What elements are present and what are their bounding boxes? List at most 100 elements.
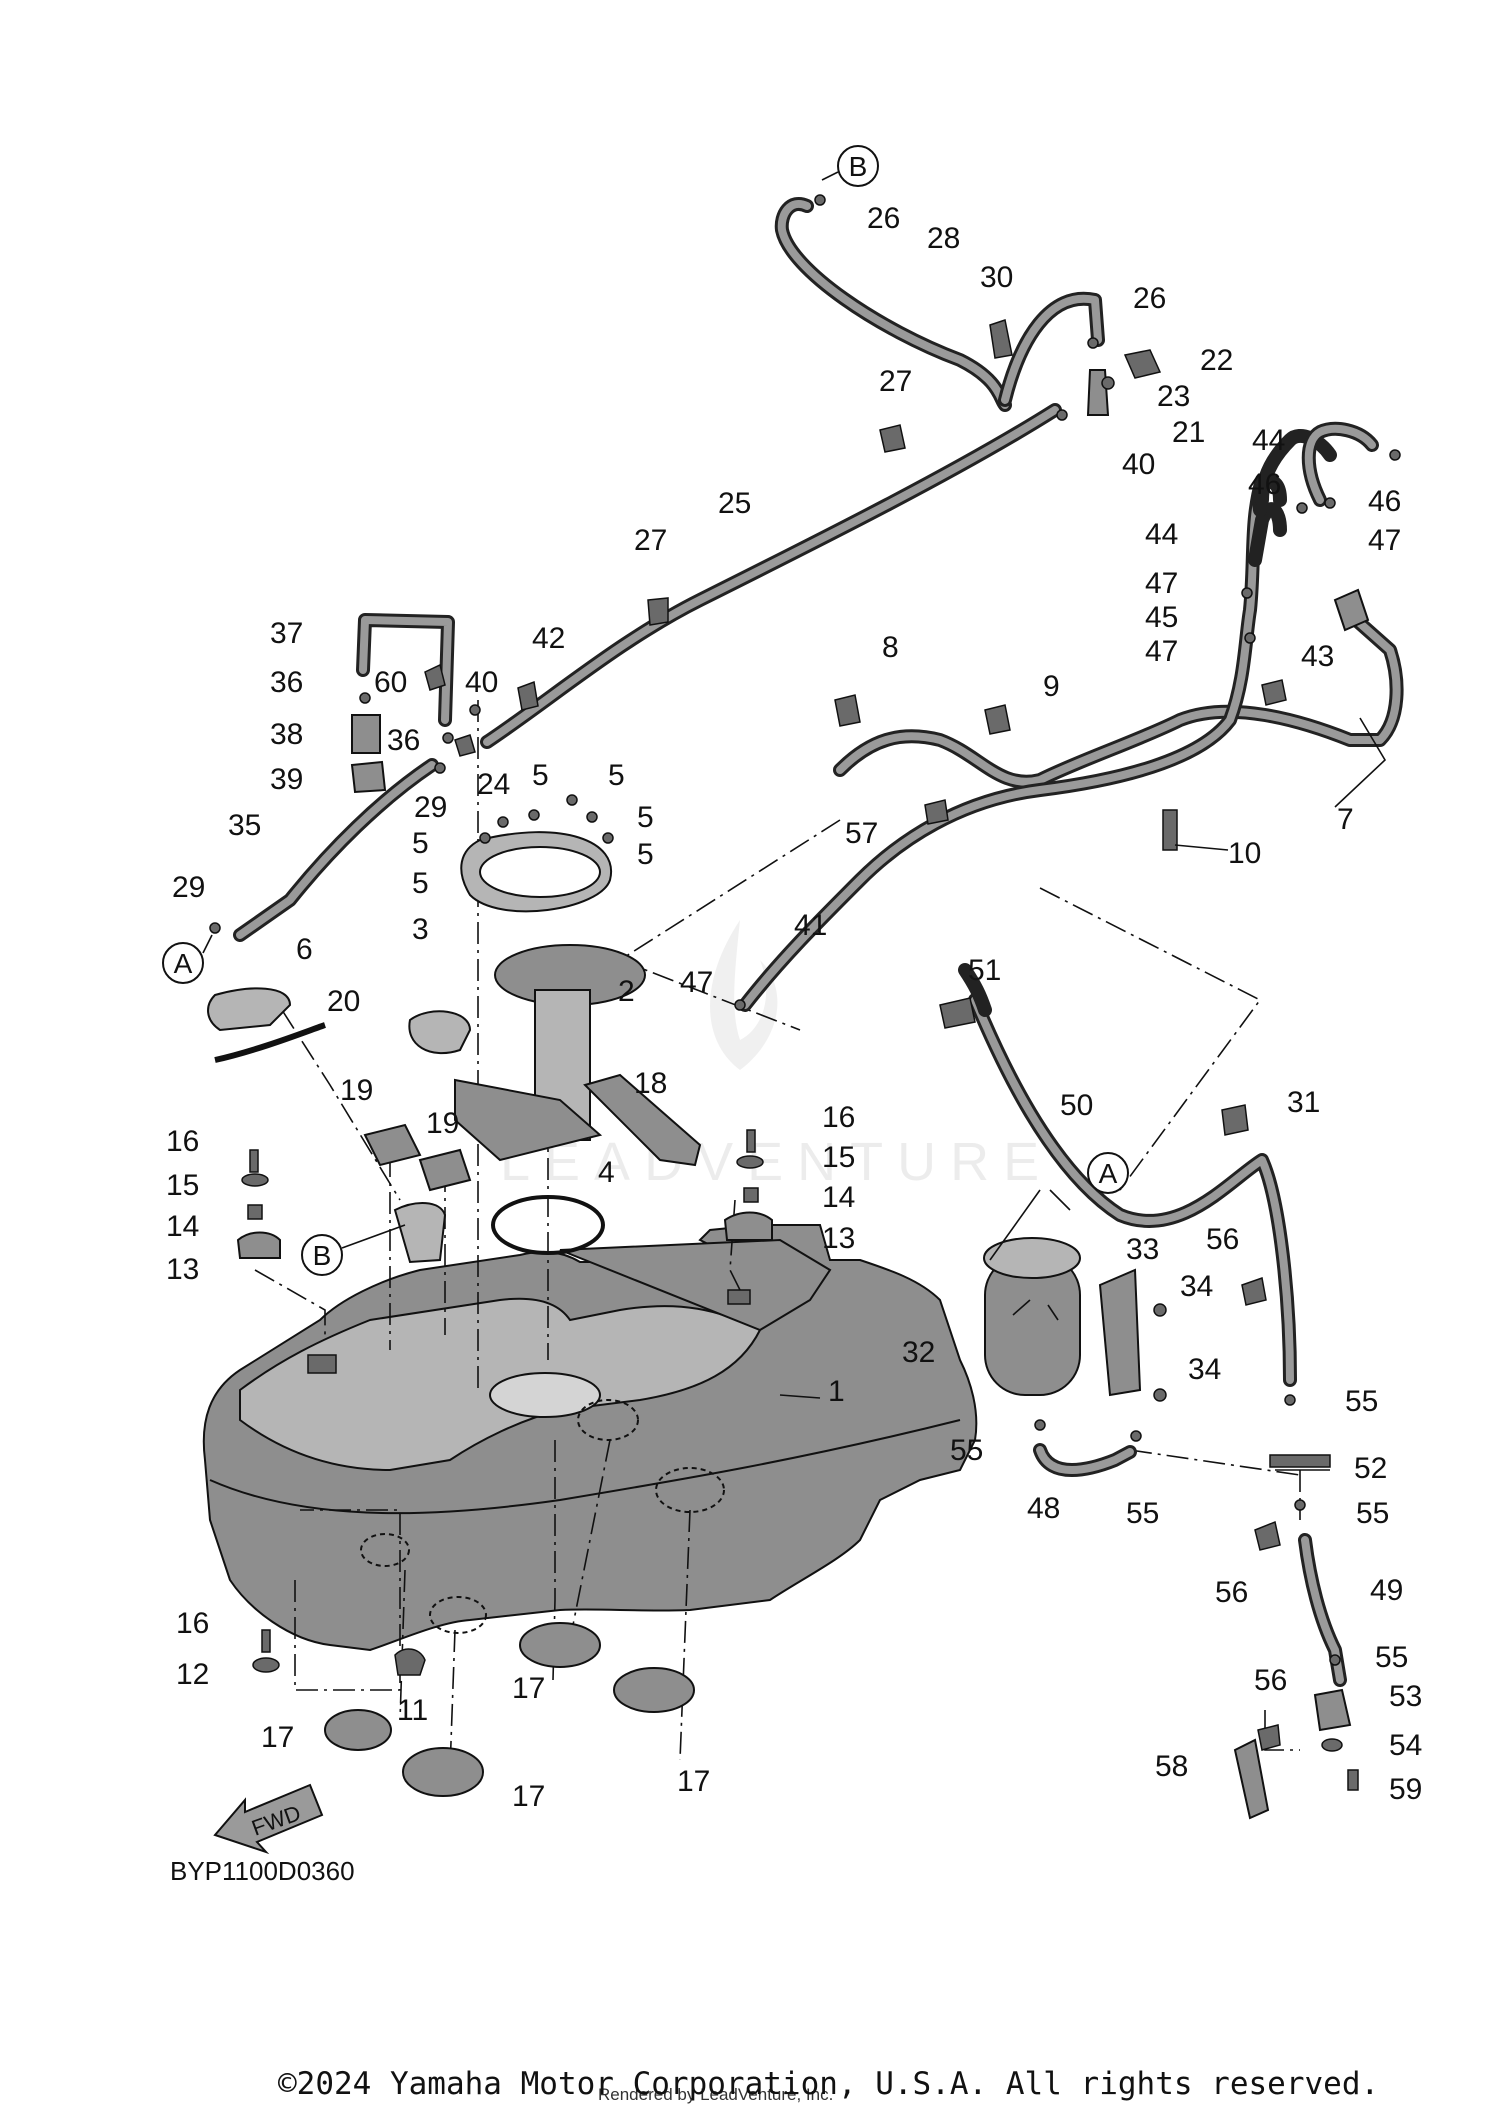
callout-47: 47: [1145, 635, 1178, 668]
callout-17: 17: [512, 1672, 545, 1705]
callout-29: 29: [414, 791, 447, 824]
callout-47: 47: [680, 966, 713, 999]
svg-text:B: B: [849, 151, 868, 182]
callout-42: 42: [532, 622, 565, 655]
callout-27: 27: [634, 524, 667, 557]
rendered-by: Rendered by LeadVenture, Inc.: [598, 2085, 833, 2104]
callout-29: 29: [172, 871, 205, 904]
callout-16: 16: [176, 1607, 209, 1640]
callout-53: 53: [1389, 1680, 1422, 1713]
callout-5: 5: [608, 759, 625, 792]
callout-56: 56: [1254, 1664, 1287, 1697]
callout-58: 58: [1155, 1750, 1188, 1783]
callout-31: 31: [1287, 1086, 1320, 1119]
leader-lines: [779, 717, 1387, 1471]
callout-5: 5: [637, 801, 654, 834]
callout-55: 55: [950, 1434, 983, 1467]
diagram-code: BYP1100D0360: [170, 1856, 355, 1886]
svg-text:A: A: [174, 948, 193, 979]
hoses: [233, 197, 1404, 1687]
callout-labels: 1 2 3 4 5 5 5 5 5 5 6 7 8 9 10 11 12 13 …: [166, 202, 1422, 1813]
callout-11: 11: [397, 1694, 428, 1727]
callout-41: 41: [794, 909, 827, 942]
callout-5: 5: [412, 867, 429, 900]
callout-2: 2: [618, 975, 635, 1008]
callout-15: 15: [166, 1169, 199, 1202]
callout-47: 47: [1368, 524, 1401, 557]
callout-4: 4: [598, 1156, 615, 1189]
watermark-text: LEADVENTURE: [500, 1132, 1053, 1192]
callout-5: 5: [637, 838, 654, 871]
callout-38: 38: [270, 718, 303, 751]
callout-14: 14: [166, 1210, 199, 1243]
callout-22: 22: [1200, 344, 1233, 377]
svg-text:A: A: [1099, 1158, 1118, 1189]
callout-56: 56: [1206, 1223, 1239, 1256]
callout-32: 32: [902, 1336, 935, 1369]
callout-9: 9: [1043, 670, 1060, 703]
callout-57: 57: [845, 817, 878, 850]
callout-12: 12: [176, 1658, 209, 1691]
watermark: LEADVENTURE: [500, 920, 1053, 1192]
callout-44: 44: [1145, 518, 1178, 551]
callout-54: 54: [1389, 1729, 1422, 1762]
callout-45: 45: [1145, 601, 1178, 634]
callout-46: 46: [1368, 485, 1401, 518]
callout-44: 44: [1252, 424, 1285, 457]
callout-20: 20: [327, 985, 360, 1018]
callout-6: 6: [296, 933, 313, 966]
callout-8: 8: [882, 631, 899, 664]
callout-52: 52: [1354, 1452, 1387, 1485]
callout-37: 37: [270, 617, 303, 650]
callout-13: 13: [822, 1222, 855, 1255]
callout-50: 50: [1060, 1089, 1093, 1122]
callout-17: 17: [512, 1780, 545, 1813]
callout-60: 60: [374, 666, 407, 699]
callout-23: 23: [1157, 380, 1190, 413]
copyright: ©2024 Yamaha Motor Corporation, U.S.A. A…: [278, 2066, 1379, 2102]
callout-55: 55: [1356, 1497, 1389, 1530]
callout-36: 36: [387, 724, 420, 757]
svg-text:B: B: [313, 1240, 332, 1271]
callout-30: 30: [980, 261, 1013, 294]
callout-46: 46: [1248, 468, 1281, 501]
callout-40: 40: [1122, 448, 1155, 481]
callout-48: 48: [1027, 1492, 1060, 1525]
connector-a-left: A: [162, 934, 213, 984]
callout-33: 33: [1126, 1233, 1159, 1266]
callout-34: 34: [1180, 1270, 1213, 1303]
callout-15: 15: [822, 1141, 855, 1174]
callout-40: 40: [465, 666, 498, 699]
callout-39: 39: [270, 763, 303, 796]
callout-26: 26: [1133, 282, 1166, 315]
components: [207, 194, 1401, 1820]
callout-56: 56: [1215, 1576, 1248, 1609]
connector-b-tank: B: [301, 1224, 406, 1276]
connector-a-canister: A: [1087, 1152, 1129, 1194]
callout-35: 35: [228, 809, 261, 842]
callout-55: 55: [1345, 1385, 1378, 1418]
callout-36: 36: [270, 666, 303, 699]
callout-21: 21: [1172, 416, 1205, 449]
callout-55: 55: [1126, 1497, 1159, 1530]
callout-24: 24: [477, 768, 510, 801]
callout-26: 26: [867, 202, 900, 235]
callout-16: 16: [822, 1101, 855, 1134]
callout-16: 16: [166, 1125, 199, 1158]
callout-28: 28: [927, 222, 960, 255]
callout-51: 51: [968, 954, 1001, 987]
callout-27: 27: [879, 365, 912, 398]
callout-14: 14: [822, 1181, 855, 1214]
connector-b-top: B: [821, 145, 879, 187]
callout-10: 10: [1228, 837, 1261, 870]
callout-5: 5: [412, 827, 429, 860]
callout-34: 34: [1188, 1353, 1221, 1386]
callout-3: 3: [412, 913, 429, 946]
callout-7: 7: [1337, 803, 1354, 836]
callout-25: 25: [718, 487, 751, 520]
callout-18: 18: [634, 1067, 667, 1100]
fuel-tank: [202, 1224, 978, 1652]
callout-43: 43: [1301, 640, 1334, 673]
callout-59: 59: [1389, 1773, 1422, 1806]
